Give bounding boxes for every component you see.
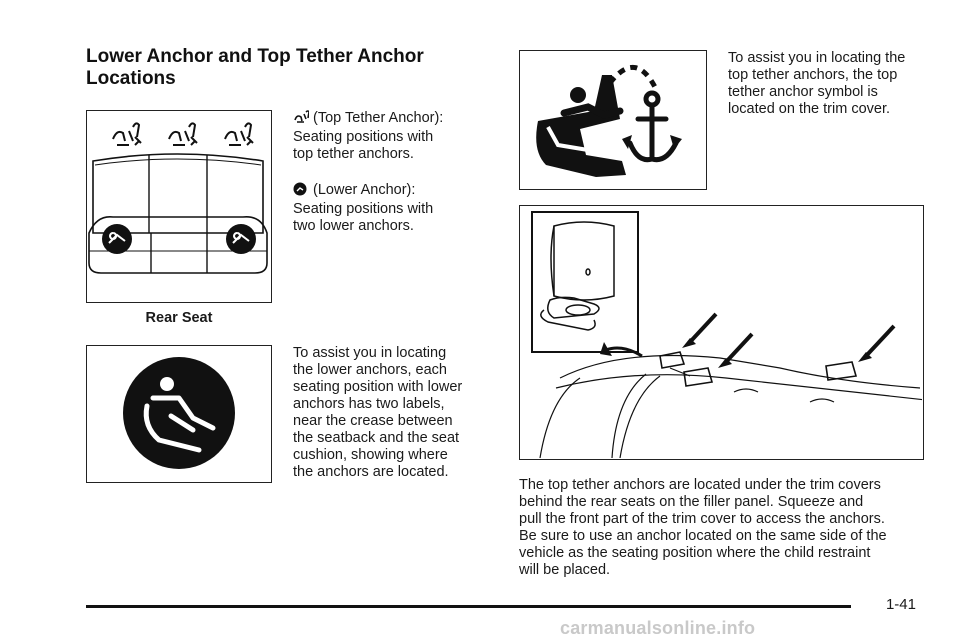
paragraph-line: seating position with lower (293, 379, 463, 395)
top-tether-icon (168, 122, 198, 146)
top-tether-icon (224, 122, 254, 146)
paragraph-line: tether anchor symbol is (728, 84, 878, 100)
paragraph-line: The top tether anchors are located under… (519, 477, 881, 493)
paragraph-line: anchors has two labels, (293, 396, 445, 412)
paragraph-line: the anchors are located. (293, 464, 449, 480)
paragraph-line: To assist you in locating the (728, 50, 906, 66)
trim-cover-paragraph: The top tether anchors are located under… (519, 477, 939, 579)
lower-anchor-legend: (Lower Anchor): (293, 182, 493, 199)
lower-anchor-icon (293, 182, 307, 196)
lower-anchor-desc-1: Seating positions with (293, 201, 434, 217)
top-tether-symbol-figure (519, 50, 707, 190)
trim-cover-drawing (531, 211, 927, 459)
section-heading: Lower Anchor and Top Tether Anchor Locat… (86, 46, 486, 90)
lower-anchor-symbol-figure (86, 345, 272, 483)
paragraph-line: behind the rear seats on the filler pane… (519, 494, 864, 510)
heading-line-2: Locations (86, 68, 176, 89)
lower-anchor-desc-2: two lower anchors. (293, 218, 414, 234)
paragraph-line: top tether anchors, the top (728, 67, 898, 83)
paragraph-line: will be placed. (519, 562, 611, 578)
top-tether-desc-1: Seating positions with (293, 129, 434, 145)
page-number: 1-41 (885, 596, 916, 613)
paragraph-line: pull the front part of the trim cover to… (519, 511, 885, 527)
tether-anchor-symbol (536, 64, 682, 177)
lower-anchor-label: (Lower Anchor): (313, 182, 416, 198)
paragraph-line: the lower anchors, each (293, 362, 447, 378)
rear-seat-caption: Rear Seat (145, 310, 213, 326)
trim-cover-figure (519, 205, 927, 460)
lower-anchor-icon (102, 224, 132, 254)
top-tether-paragraph: To assist you in locating the top tether… (728, 50, 938, 118)
paragraph-line: To assist you in locating (293, 345, 447, 361)
paragraph-line: located on the trim cover. (728, 101, 890, 117)
top-tether-desc-2: top tether anchors. (293, 146, 414, 162)
rear-seat-figure (86, 110, 272, 303)
top-tether-legend: (Top Tether Anchor): (293, 110, 493, 127)
legend: (Top Tether Anchor): Seating positions w… (293, 110, 493, 235)
top-tether-icon (112, 122, 142, 146)
heading-line-1: Lower Anchor and Top Tether Anchor (86, 46, 424, 67)
paragraph-line: the seatback and the seat (293, 430, 460, 446)
paragraph-line: Be sure to use an anchor located on the … (519, 528, 887, 544)
lower-anchor-paragraph: To assist you in locating the lower anch… (293, 345, 493, 481)
watermark: carmanualsonline.info (560, 618, 756, 638)
paragraph-line: vehicle as the seating position where th… (519, 545, 871, 561)
lower-anchor-icon (226, 224, 256, 254)
lower-anchor-symbol (123, 357, 235, 469)
rear-seat-drawing (88, 122, 268, 274)
anchor-inset (540, 221, 615, 331)
top-tether-label: (Top Tether Anchor): (313, 110, 444, 126)
paragraph-line: cushion, showing where (293, 447, 448, 463)
top-tether-icon (294, 110, 309, 123)
footer-rule (86, 605, 851, 608)
paragraph-line: near the crease between (293, 413, 453, 429)
